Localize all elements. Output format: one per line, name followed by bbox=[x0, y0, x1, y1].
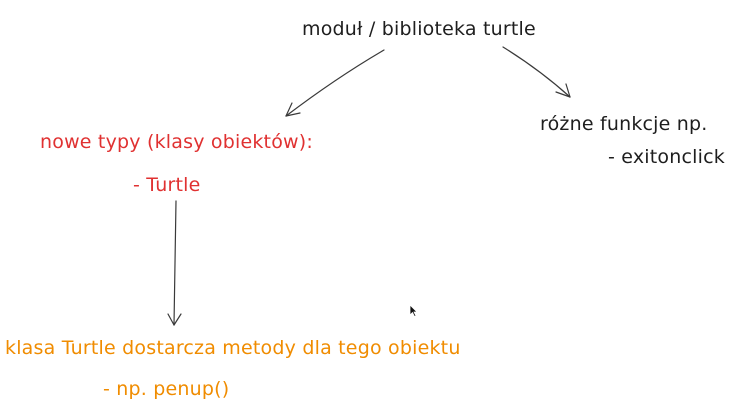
arrow-turtle-to-class bbox=[167, 200, 182, 326]
functions-item-exitonclick: - exitonclick bbox=[608, 146, 725, 168]
arrow-root-to-functions bbox=[502, 46, 571, 98]
mouse-pointer-icon bbox=[409, 304, 418, 317]
types-heading: nowe typy (klasy obiektów): bbox=[40, 131, 313, 153]
root-node-label: moduł / biblioteka turtle bbox=[302, 18, 536, 40]
class-methods-heading: klasa Turtle dostarcza metody dla tego o… bbox=[5, 337, 461, 359]
functions-heading: różne funkcje np. bbox=[540, 113, 708, 135]
arrow-root-to-types bbox=[285, 49, 385, 117]
class-methods-item-penup: - np. penup() bbox=[103, 378, 230, 400]
types-item-turtle: - Turtle bbox=[133, 174, 201, 196]
